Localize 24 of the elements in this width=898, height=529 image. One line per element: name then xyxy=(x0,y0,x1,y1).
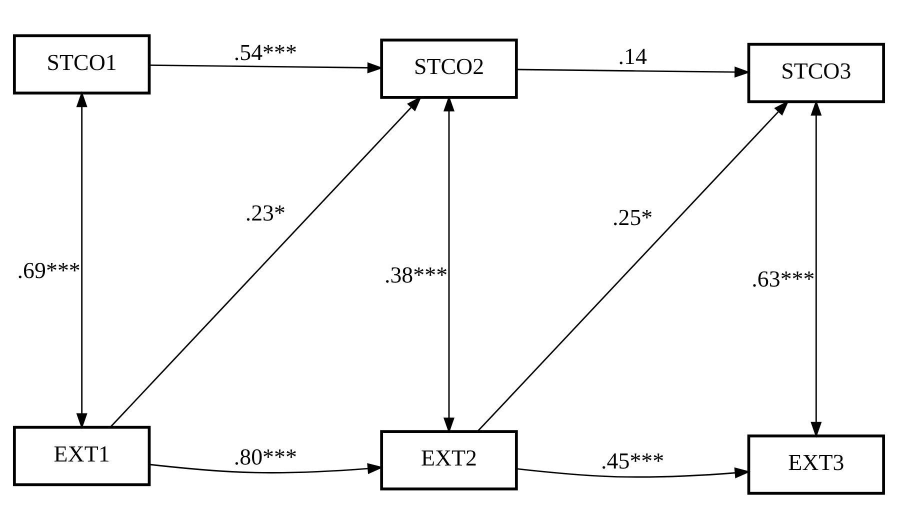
arrow xyxy=(150,62,384,74)
node-box: STCO3 xyxy=(747,42,886,104)
node-box: EXT1 xyxy=(12,426,151,486)
node-box: EXT2 xyxy=(380,430,518,490)
edge-label: .54*** xyxy=(234,40,297,65)
node-box: EXT3 xyxy=(747,434,886,495)
arrow xyxy=(443,96,455,434)
edge-label: .63*** xyxy=(752,266,815,292)
arrow xyxy=(516,66,750,78)
arrow xyxy=(516,467,750,478)
arrow xyxy=(110,96,422,428)
node-box: STCO1 xyxy=(12,34,151,95)
arrow xyxy=(477,100,790,432)
edge-label: .25* xyxy=(612,204,653,230)
arrow xyxy=(76,91,88,430)
arrow xyxy=(150,463,384,474)
edge-label: .69*** xyxy=(17,258,80,283)
edge-label: .80*** xyxy=(234,444,297,470)
edge-label: .45*** xyxy=(601,448,664,474)
arrow xyxy=(810,100,822,438)
edge-label: .38*** xyxy=(384,262,448,288)
edge-label: .23* xyxy=(245,200,286,226)
edge-label: .14 xyxy=(618,44,647,70)
node-box: STCO2 xyxy=(380,38,518,99)
